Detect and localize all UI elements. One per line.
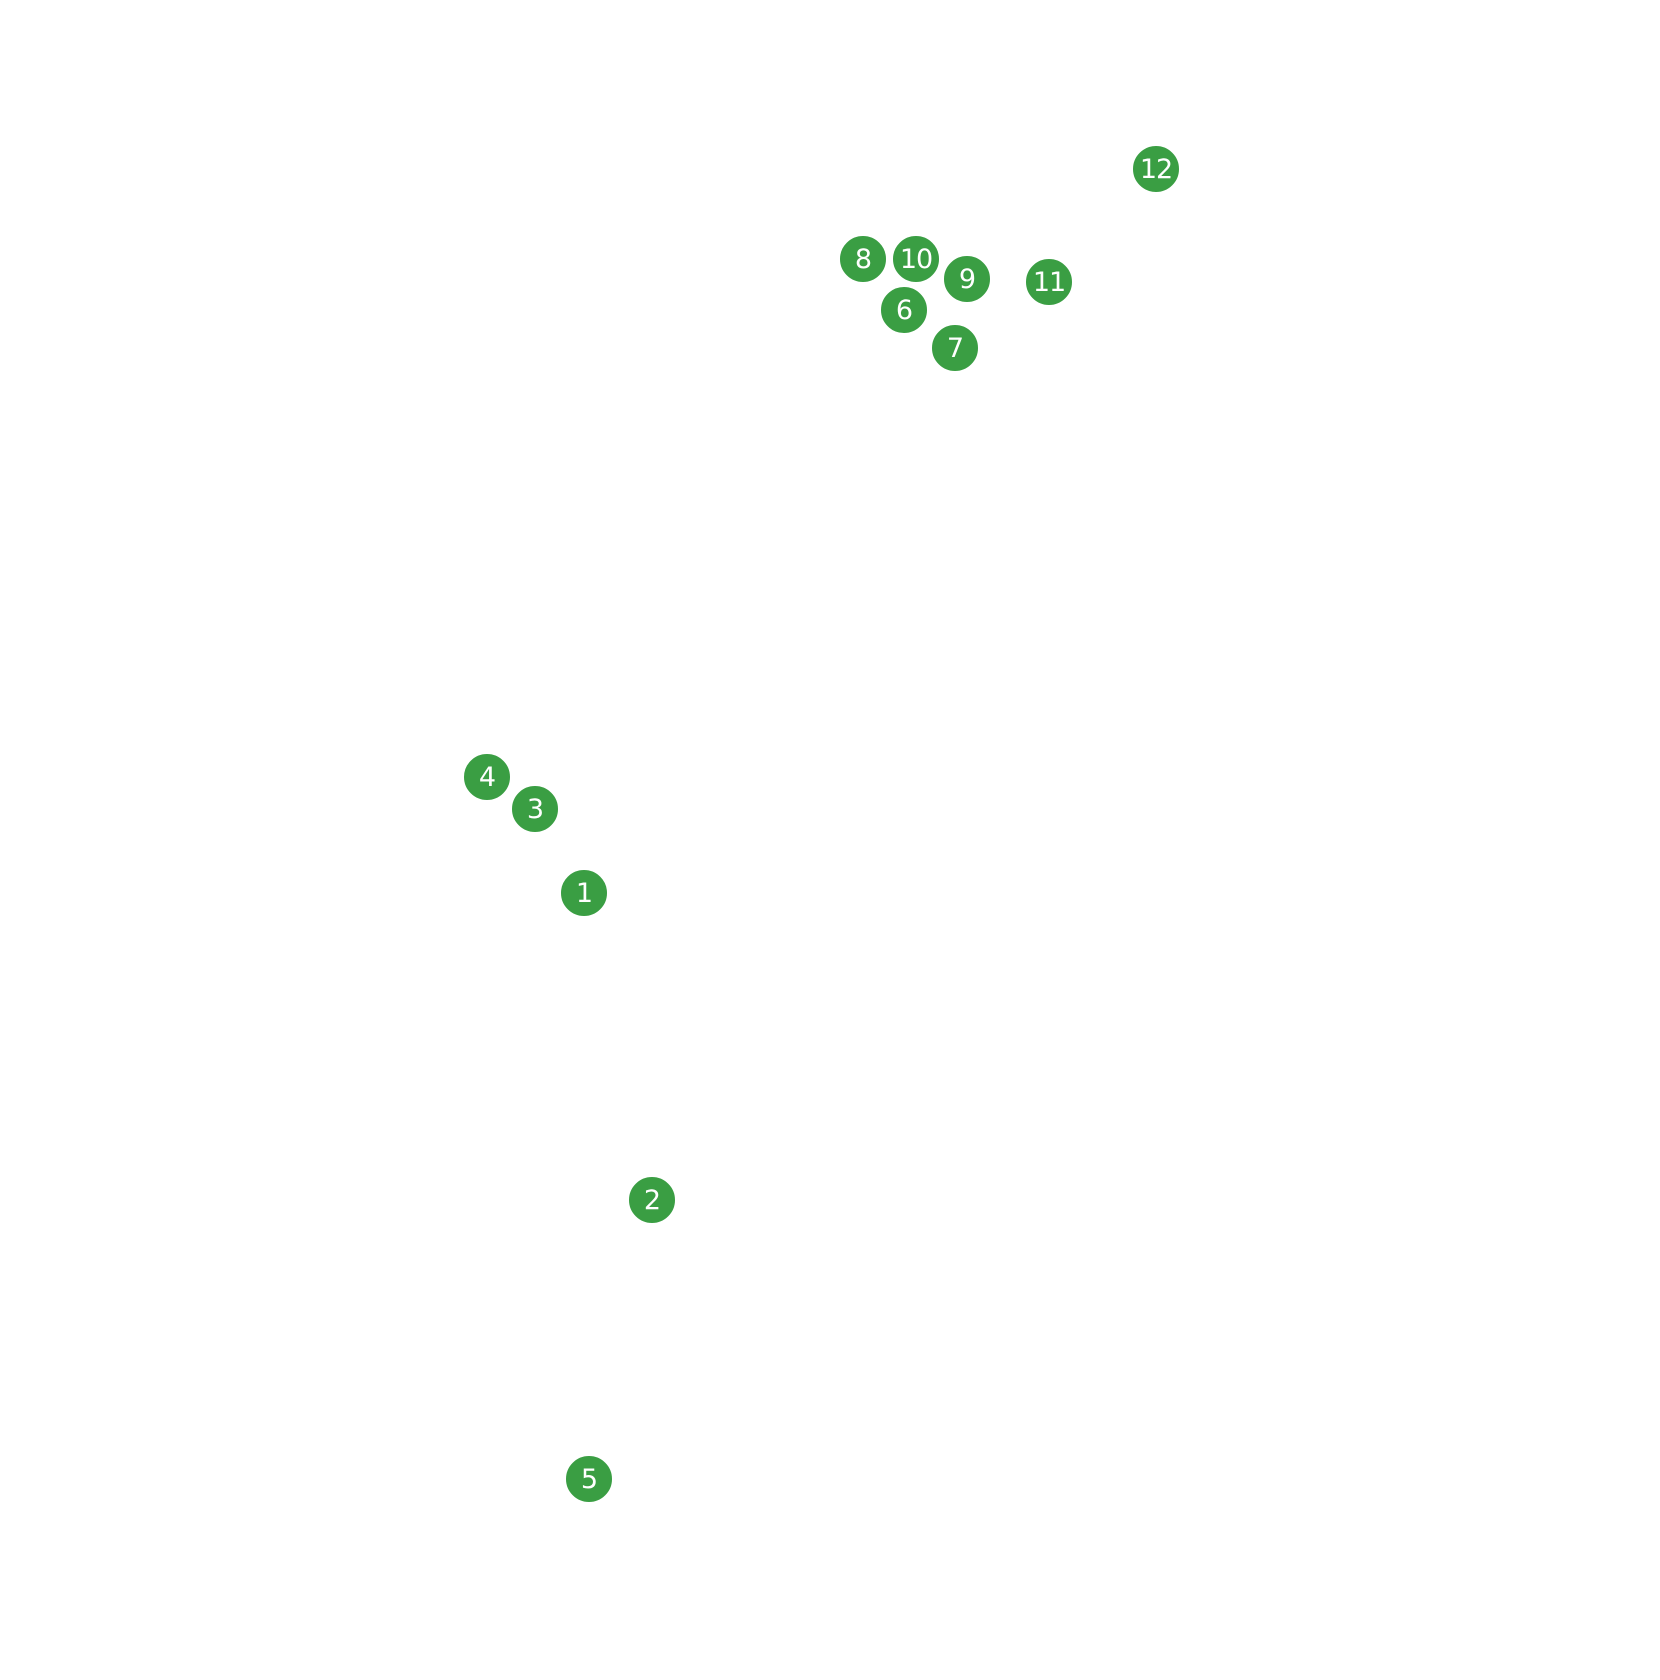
marker-label: 12: [1139, 153, 1173, 185]
marker-label: 9: [958, 263, 976, 295]
marker-label: 4: [478, 761, 496, 793]
map-marker-10[interactable]: 10: [891, 234, 941, 284]
map-marker-8[interactable]: 8: [838, 234, 888, 284]
map-marker-2[interactable]: 2: [627, 1175, 677, 1225]
marker-label: 6: [895, 294, 913, 326]
marker-label: 3: [526, 793, 544, 825]
marker-label: 7: [946, 332, 964, 364]
map-marker-6[interactable]: 6: [879, 285, 929, 335]
map-marker-11[interactable]: 11: [1024, 257, 1074, 307]
map-marker-7[interactable]: 7: [930, 323, 980, 373]
marker-label: 5: [580, 1463, 598, 1495]
marker-label: 11: [1032, 266, 1066, 298]
map-marker-9[interactable]: 9: [942, 254, 992, 304]
marker-label: 2: [643, 1184, 661, 1216]
map-marker-12[interactable]: 12: [1131, 144, 1181, 194]
marker-label: 1: [575, 877, 593, 909]
map-marker-3[interactable]: 3: [510, 784, 560, 834]
map-marker-5[interactable]: 5: [564, 1454, 614, 1504]
marker-label: 8: [854, 243, 872, 275]
map-marker-4[interactable]: 4: [462, 752, 512, 802]
map-marker-1[interactable]: 1: [559, 868, 609, 918]
marker-label: 10: [899, 243, 933, 275]
